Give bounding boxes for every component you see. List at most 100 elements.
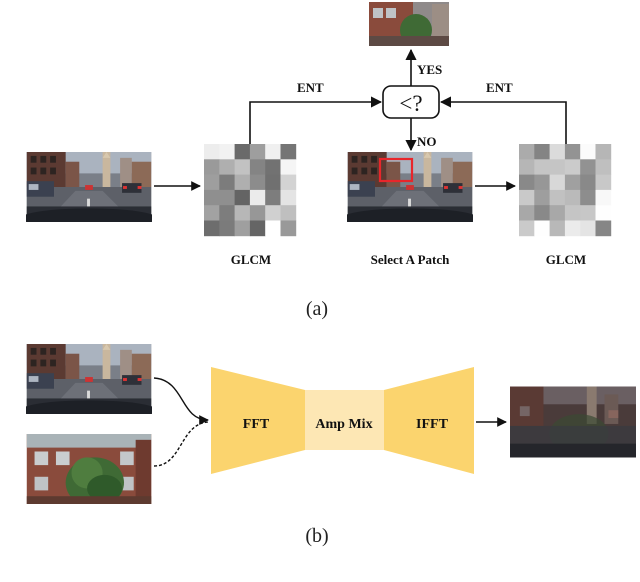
glcm-cell (549, 189, 566, 206)
ent-left-arrow (249, 96, 383, 144)
glcm-cell (580, 205, 596, 221)
glcm-cell (249, 144, 266, 160)
glcm-cell (519, 205, 535, 221)
select-patch-label: Select A Patch (371, 252, 450, 267)
ifft-label: IFFT (416, 417, 449, 432)
glcm-cell (234, 205, 251, 221)
glcm-cell (234, 189, 251, 206)
glcm-cell (204, 174, 220, 191)
glcm-cell (534, 174, 550, 191)
glcm-cell (234, 174, 251, 191)
source-street-image (21, 344, 157, 420)
glcm-cell (219, 189, 235, 206)
glcm-cell (265, 205, 281, 221)
glcm-cell (519, 144, 535, 160)
glcm-cell (564, 205, 581, 221)
glcm-cell (580, 144, 596, 160)
glcm-cell (265, 189, 281, 206)
glcm-cell (204, 159, 220, 175)
glcm-cell (204, 220, 220, 237)
glcm-cell (564, 174, 581, 191)
glcm-cell (249, 159, 266, 175)
glcm-cell (580, 220, 596, 237)
glcm-cell (580, 189, 596, 206)
glcm-cell (580, 159, 596, 175)
glcm-left-grid (204, 144, 297, 237)
caption-a: (a) (306, 298, 328, 320)
glcm-cell (234, 220, 251, 237)
glcm-cell (534, 159, 550, 175)
no-label: NO (417, 134, 437, 149)
glcm-cell (519, 174, 535, 191)
input-street-image (21, 152, 157, 228)
ent-left-label: ENT (297, 80, 324, 95)
glcm-cell (280, 220, 297, 237)
glcm-cell (249, 189, 266, 206)
ent-right-arrow (439, 96, 567, 144)
glcm-cell (265, 144, 281, 160)
glcm-cell (204, 144, 220, 160)
caption-b: (b) (305, 525, 328, 547)
glcm-cell (219, 159, 235, 175)
glcm-right-grid (519, 144, 612, 237)
glcm-cell (219, 220, 235, 237)
glcm-cell (534, 144, 550, 160)
glcm-cell (564, 220, 581, 237)
glcm-cell (595, 174, 612, 191)
glcm-cell (564, 144, 581, 160)
ent-right-label: ENT (486, 80, 513, 95)
mixed-output-image (510, 387, 636, 458)
amp-mix-block (305, 390, 384, 450)
glcm-cell (280, 189, 297, 206)
glcm-cell (519, 220, 535, 237)
output-patch-image (369, 2, 449, 46)
glcm-cell (219, 144, 235, 160)
glcm-cell (580, 174, 596, 191)
glcm-cell (549, 144, 566, 160)
glcm-cell (204, 205, 220, 221)
glcm-cell (265, 174, 281, 191)
glcm-cell (564, 159, 581, 175)
glcm-cell (534, 205, 550, 221)
glcm-cell (534, 189, 550, 206)
glcm-cell (534, 220, 550, 237)
glcm-cell (549, 159, 566, 175)
fft-block (211, 367, 305, 474)
amp-mix-label: Amp Mix (315, 417, 372, 432)
glcm-cell (595, 189, 612, 206)
glcm-cell (519, 159, 535, 175)
glcm-right-label: GLCM (546, 252, 586, 267)
glcm-cell (219, 205, 235, 221)
glcm-cell (595, 144, 612, 160)
select-patch-image (342, 152, 478, 228)
selected-patch-box (378, 157, 414, 183)
glcm-cell (265, 159, 281, 175)
glcm-cell (595, 205, 612, 221)
glcm-cell (595, 220, 612, 237)
glcm-cell (280, 205, 297, 221)
glcm-cell (519, 189, 535, 206)
glcm-cell (234, 144, 251, 160)
glcm-cell (564, 189, 581, 206)
glcm-cell (549, 220, 566, 237)
glcm-cell (249, 205, 266, 221)
fft-label: FFT (243, 417, 270, 432)
glcm-cell (265, 220, 281, 237)
target-to-fft-curve (153, 421, 209, 467)
glcm-cell (280, 159, 297, 175)
ifft-block (384, 367, 474, 474)
glcm-cell (249, 220, 266, 237)
yes-label: YES (417, 62, 442, 77)
glcm-cell (249, 174, 266, 191)
decision-label: <? (399, 91, 422, 116)
glcm-cell (549, 174, 566, 191)
glcm-cell (280, 174, 297, 191)
glcm-cell (549, 205, 566, 221)
glcm-cell (234, 159, 251, 175)
target-wall-image (27, 434, 151, 508)
glcm-cell (595, 159, 612, 175)
glcm-cell (204, 189, 220, 206)
glcm-cell (219, 174, 235, 191)
glcm-left-label: GLCM (231, 252, 271, 267)
